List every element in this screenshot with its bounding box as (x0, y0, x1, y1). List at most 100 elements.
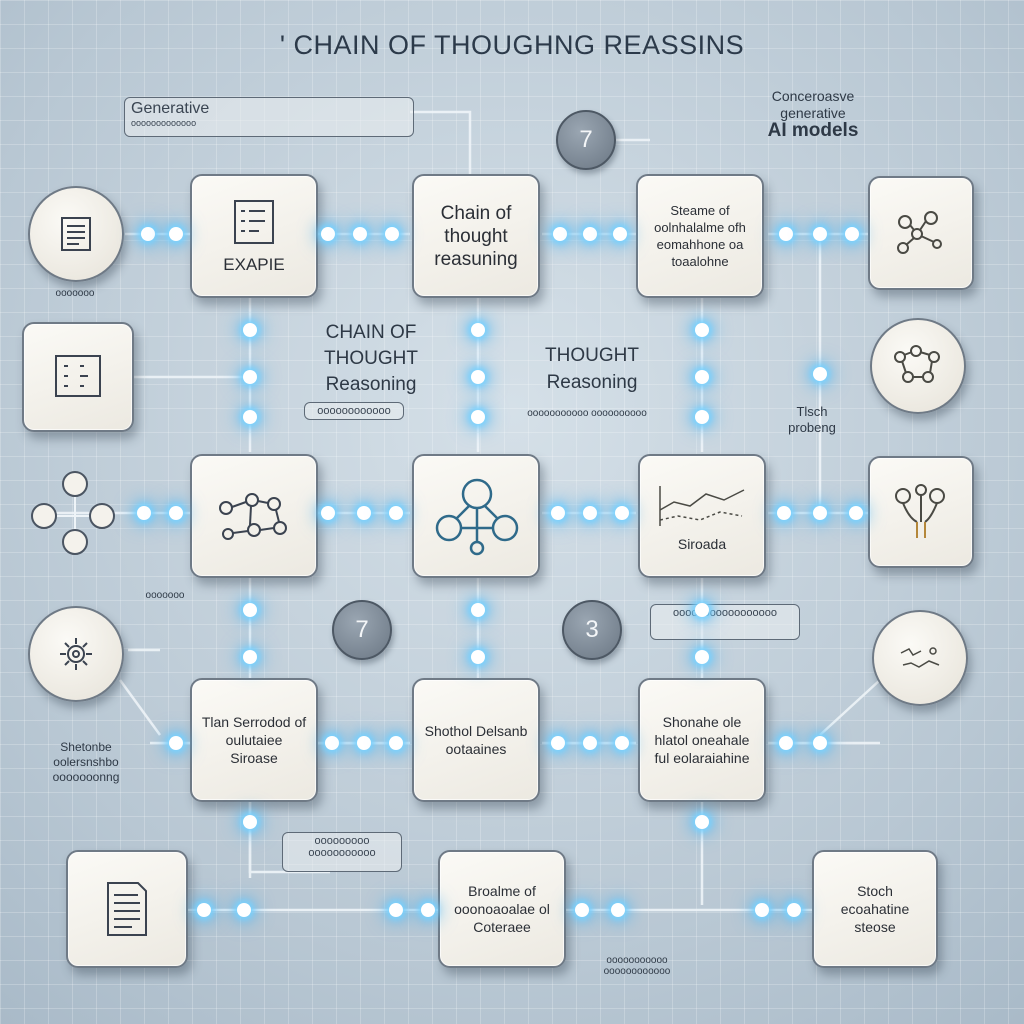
generative-label-box: Generative ooooooooooooo (124, 97, 414, 137)
card-grid-document[interactable] (22, 322, 134, 432)
card-bottom-right-label: Stoch ecoahatine steose (840, 883, 910, 935)
card-network-center[interactable] (412, 454, 540, 578)
glow-node (611, 903, 625, 917)
small-box-mid-label: ooooooooooooooooo (650, 604, 800, 640)
card-row3-right-label: Shonahe ole hlatol oneahale ful eolaraia… (654, 714, 750, 766)
grid-document-icon (55, 355, 101, 397)
center-mid-sublabel: ooooooooooo oooooooooo (527, 408, 647, 419)
card-example-label: EXAPIE (223, 254, 285, 274)
glow-node (849, 506, 863, 520)
document-circle[interactable] (28, 186, 124, 282)
glow-node (237, 903, 251, 917)
top-right-caption-strong: AI models (767, 120, 859, 141)
card-example[interactable]: EXAPIE (190, 174, 318, 298)
glow-node (321, 506, 335, 520)
glow-node (471, 323, 485, 337)
checklist-icon (234, 199, 274, 244)
glow-node (421, 903, 435, 917)
card-row3-mid[interactable]: Shothol Delsanb ootaaines (412, 678, 540, 802)
network-icon (219, 493, 287, 540)
small-box-bottom-label: ooooooooo ooooooooooo (282, 832, 402, 872)
glow-node (243, 650, 257, 664)
gear-icon (60, 638, 92, 670)
glow-node (779, 227, 793, 241)
card-tree-right[interactable] (868, 456, 974, 568)
card-bottom-mid[interactable]: Broalme of ooonoaoalae ol Coteraee (438, 850, 566, 968)
glow-node (169, 736, 183, 750)
glow-node (813, 227, 827, 241)
center-left-caption: CHAIN OF THOUGHT Reasoning (324, 322, 418, 395)
glow-node (243, 603, 257, 617)
top-right-caption-text: Conceroasve generative (771, 88, 855, 121)
card-chart-right[interactable]: Siroada (638, 454, 766, 578)
glow-node (141, 227, 155, 241)
glow-node (169, 506, 183, 520)
glow-node (583, 506, 597, 520)
molecule-icon (894, 345, 940, 383)
glow-node (243, 323, 257, 337)
document-icon (61, 217, 91, 251)
top-left-note: ooooooo (55, 288, 95, 299)
glow-node (357, 506, 371, 520)
card-bottom-right[interactable]: Stoch ecoahatine steose (812, 850, 938, 968)
top-right-caption: Conceroasve generative AI models (738, 88, 888, 141)
glow-node (325, 736, 339, 750)
scribble-icon (900, 647, 940, 668)
glow-node (755, 903, 769, 917)
glow-node (197, 903, 211, 917)
glow-node (575, 903, 589, 917)
card-steps-top-label: Steame of oolnhalalme ofh eomahhone oa t… (654, 203, 746, 269)
glow-node (471, 603, 485, 617)
glow-node (385, 227, 399, 241)
card-bottom-mid-label: Broalme of ooonoaoalae ol Coteraee (454, 883, 550, 935)
glow-node (243, 815, 257, 829)
card-row3-left[interactable]: Tlan Serrodod of oulutaiee Siroase (190, 678, 318, 802)
right-mid-caption: Tlsch probeng (788, 404, 836, 435)
card-page-bottom-left[interactable] (66, 850, 188, 968)
glow-node (695, 410, 709, 424)
glow-node (695, 815, 709, 829)
glow-node (357, 736, 371, 750)
chart-circle[interactable] (872, 610, 968, 706)
glow-node (615, 736, 629, 750)
page-icon (107, 882, 147, 936)
glow-node (137, 506, 151, 520)
card-row3-right[interactable]: Shonahe ole hlatol oneahale ful eolaraia… (638, 678, 766, 802)
molecule-icon (897, 211, 942, 254)
glow-node (613, 227, 627, 241)
center-mid-caption: THOUGHT Reasoning (545, 345, 639, 393)
card-chart-right-label: Siroada (677, 535, 727, 552)
card-network-left[interactable] (190, 454, 318, 578)
card-chain-of-thought[interactable]: Chain of thought reasuning (412, 174, 540, 298)
step-badge-top: 7 (556, 110, 616, 170)
glow-node (695, 650, 709, 664)
glow-node (243, 370, 257, 384)
glow-node (551, 736, 565, 750)
glow-node (779, 736, 793, 750)
generative-label: Generative (131, 100, 210, 117)
step-badge-mid-right: 3 (562, 600, 622, 660)
glow-node (615, 506, 629, 520)
glow-node (471, 370, 485, 384)
glow-node (695, 603, 709, 617)
left-bottom-caption: Shetonbe oolersnshbo ooooooonng (52, 740, 120, 784)
card-steps-top[interactable]: Steame of oolnhalalme ofh eomahhone oa t… (636, 174, 764, 298)
glow-node (813, 506, 827, 520)
glow-node (695, 323, 709, 337)
glow-node (813, 367, 827, 381)
bottom-caption: ooooooooooo oooooooooooo (603, 955, 671, 977)
card-row3-left-label: Tlan Serrodod of oulutaiee Siroase (201, 714, 307, 766)
glow-node (353, 227, 367, 241)
line-chart-icon (659, 485, 745, 526)
card-molecule-top[interactable] (868, 176, 974, 290)
step-badge-mid-left: 7 (332, 600, 392, 660)
glow-node (389, 903, 403, 917)
glow-node (471, 410, 485, 424)
gear-circle[interactable] (28, 606, 124, 702)
page-title: ' CHAIN OF THOUGHNG REASSINS (279, 30, 745, 60)
card-row3-mid-label: Shothol Delsanb ootaaines (424, 723, 528, 757)
glow-node (243, 410, 257, 424)
center-left-sublabel: oooooooooooo (304, 402, 404, 420)
glow-node (845, 227, 859, 241)
molecule-circle[interactable] (870, 318, 966, 414)
